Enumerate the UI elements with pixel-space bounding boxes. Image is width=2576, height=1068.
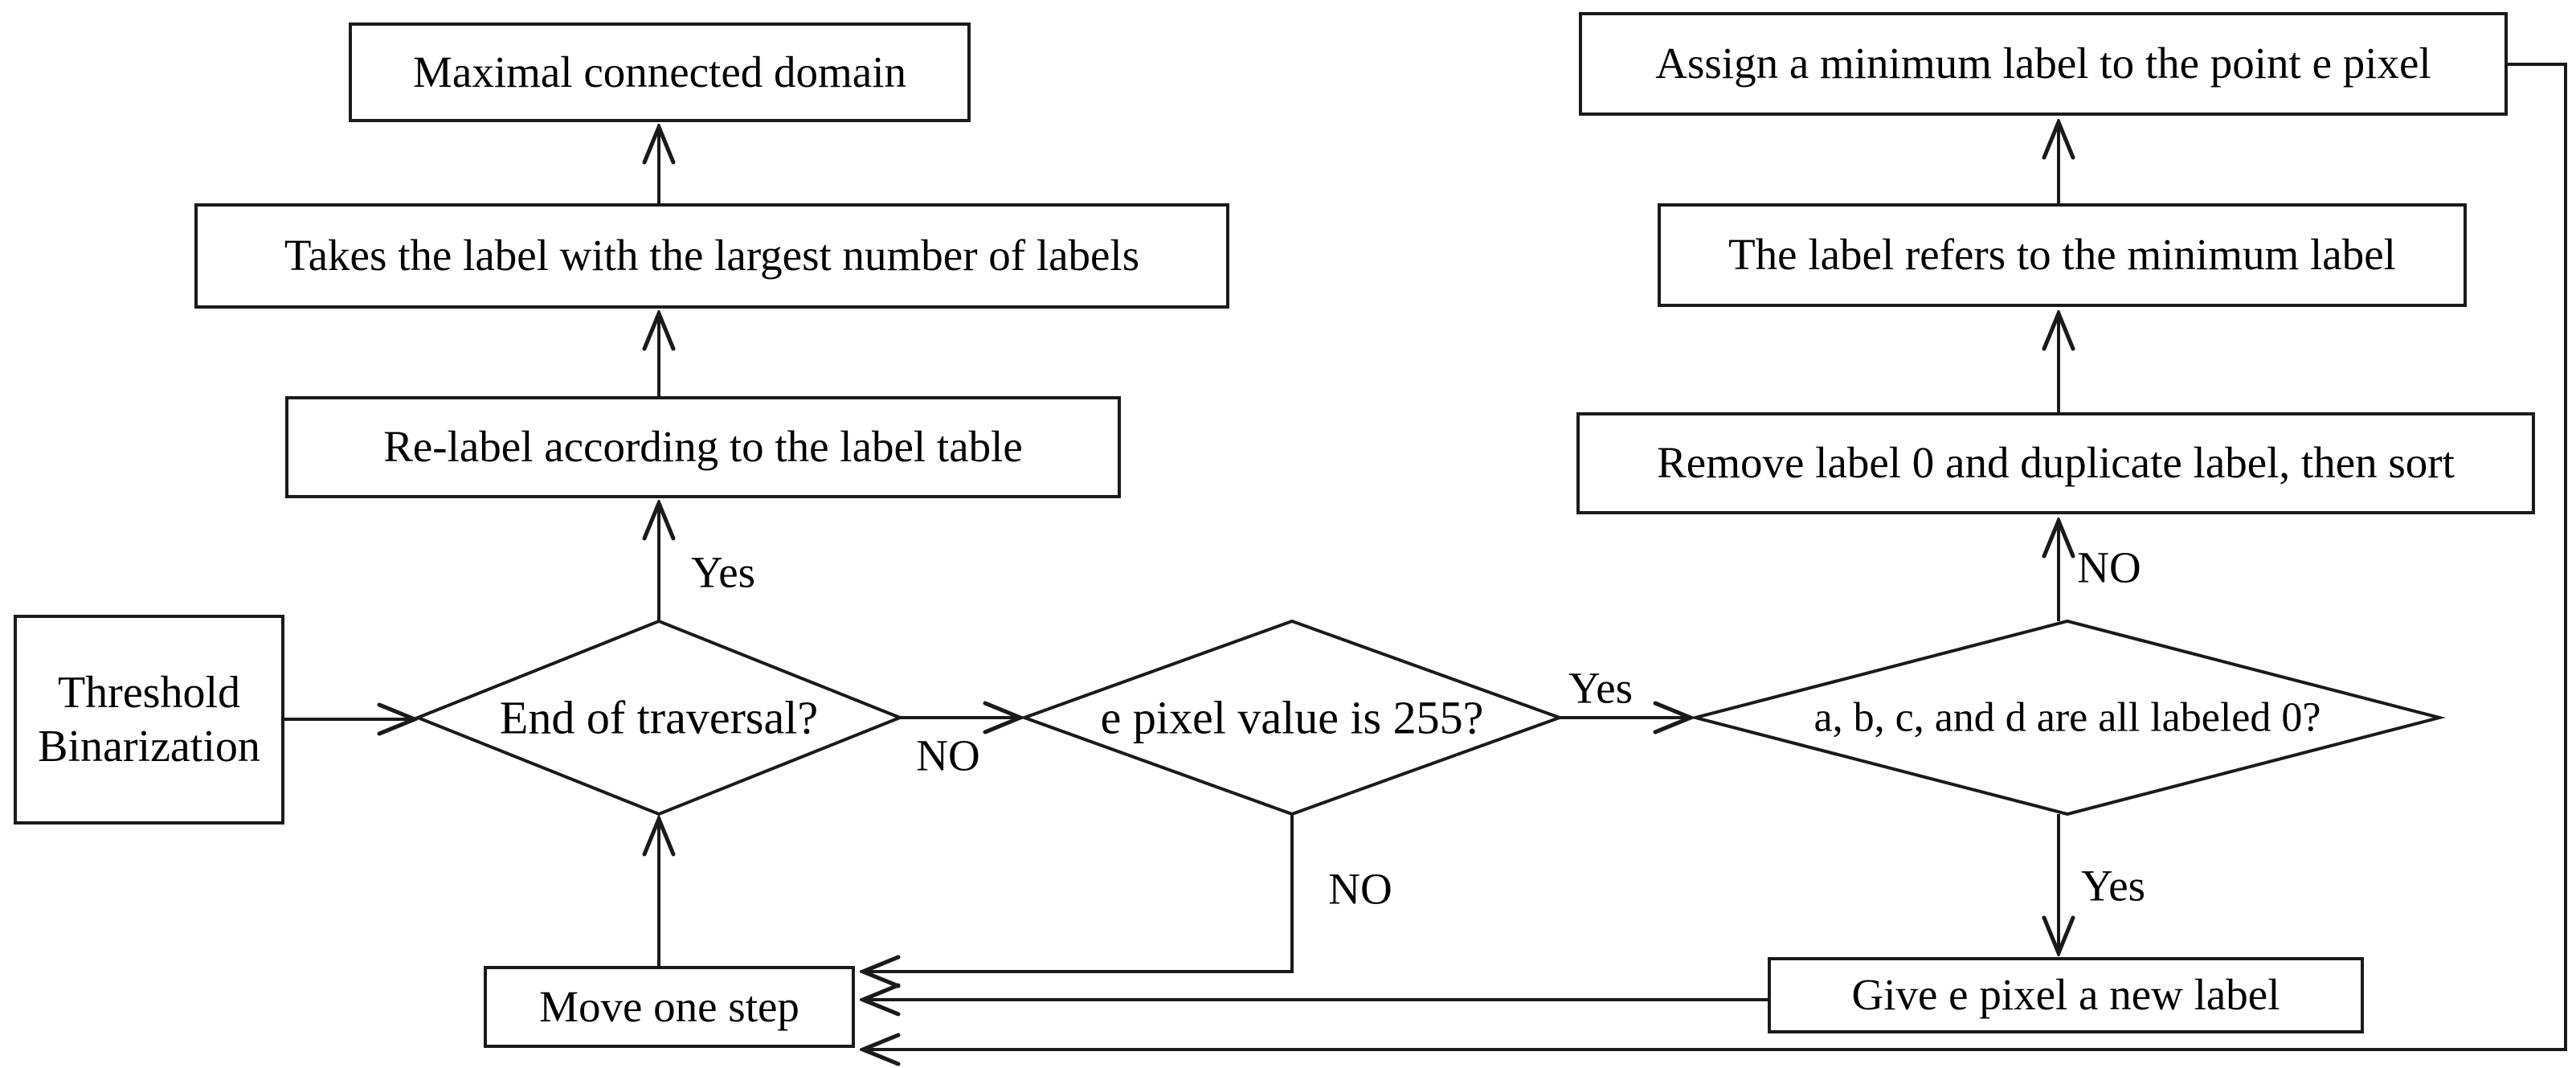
- node-maximal-connected-domain: Maximal connected domain: [349, 23, 971, 122]
- node-assign-min-label: Assign a minimum label to the point e pi…: [1579, 12, 2508, 116]
- edge-assign-return-to-move: [863, 63, 2567, 1050]
- node-remove-label0-sort: Remove label 0 and duplicate label, then…: [1576, 412, 2535, 514]
- node-give-new-label: Give e pixel a new label: [1768, 957, 2364, 1033]
- decision-pixel255-shape: [1020, 619, 1564, 816]
- edge-pixel255-no-to-move: [863, 814, 1294, 972]
- decision-abcd-shape: [1689, 619, 2446, 816]
- edge-label-abcd-yes: Yes: [2080, 861, 2146, 910]
- edge-label-end-of-traversal-yes: Yes: [690, 547, 756, 597]
- connectors: [284, 63, 2567, 1050]
- decision-pixel255-label: e pixel value is 255?: [1100, 691, 1484, 744]
- decision-end-of-traversal-shape: [413, 619, 905, 816]
- edge-label-pixel255-no: NO: [1328, 864, 1392, 914]
- decision-end-of-traversal-label: End of traversal?: [499, 691, 819, 744]
- node-relabel-by-table: Re-label according to the label table: [285, 396, 1121, 498]
- decision-abcd-label: a, b, c, and d are all labeled 0?: [1813, 694, 2321, 741]
- edge-label-end-of-traversal-no: NO: [916, 730, 980, 780]
- node-label-refers-min: The label refers to the minimum label: [1658, 203, 2467, 307]
- edge-label-pixel255-yes: Yes: [1568, 663, 1634, 713]
- node-threshold-binarization: Threshold Binarization: [14, 615, 284, 825]
- node-move-one-step: Move one step: [484, 966, 855, 1048]
- decision-shapes: [413, 619, 2446, 816]
- edge-label-abcd-no: NO: [2077, 542, 2141, 592]
- node-takes-largest-label: Takes the label with the largest number …: [194, 203, 1229, 309]
